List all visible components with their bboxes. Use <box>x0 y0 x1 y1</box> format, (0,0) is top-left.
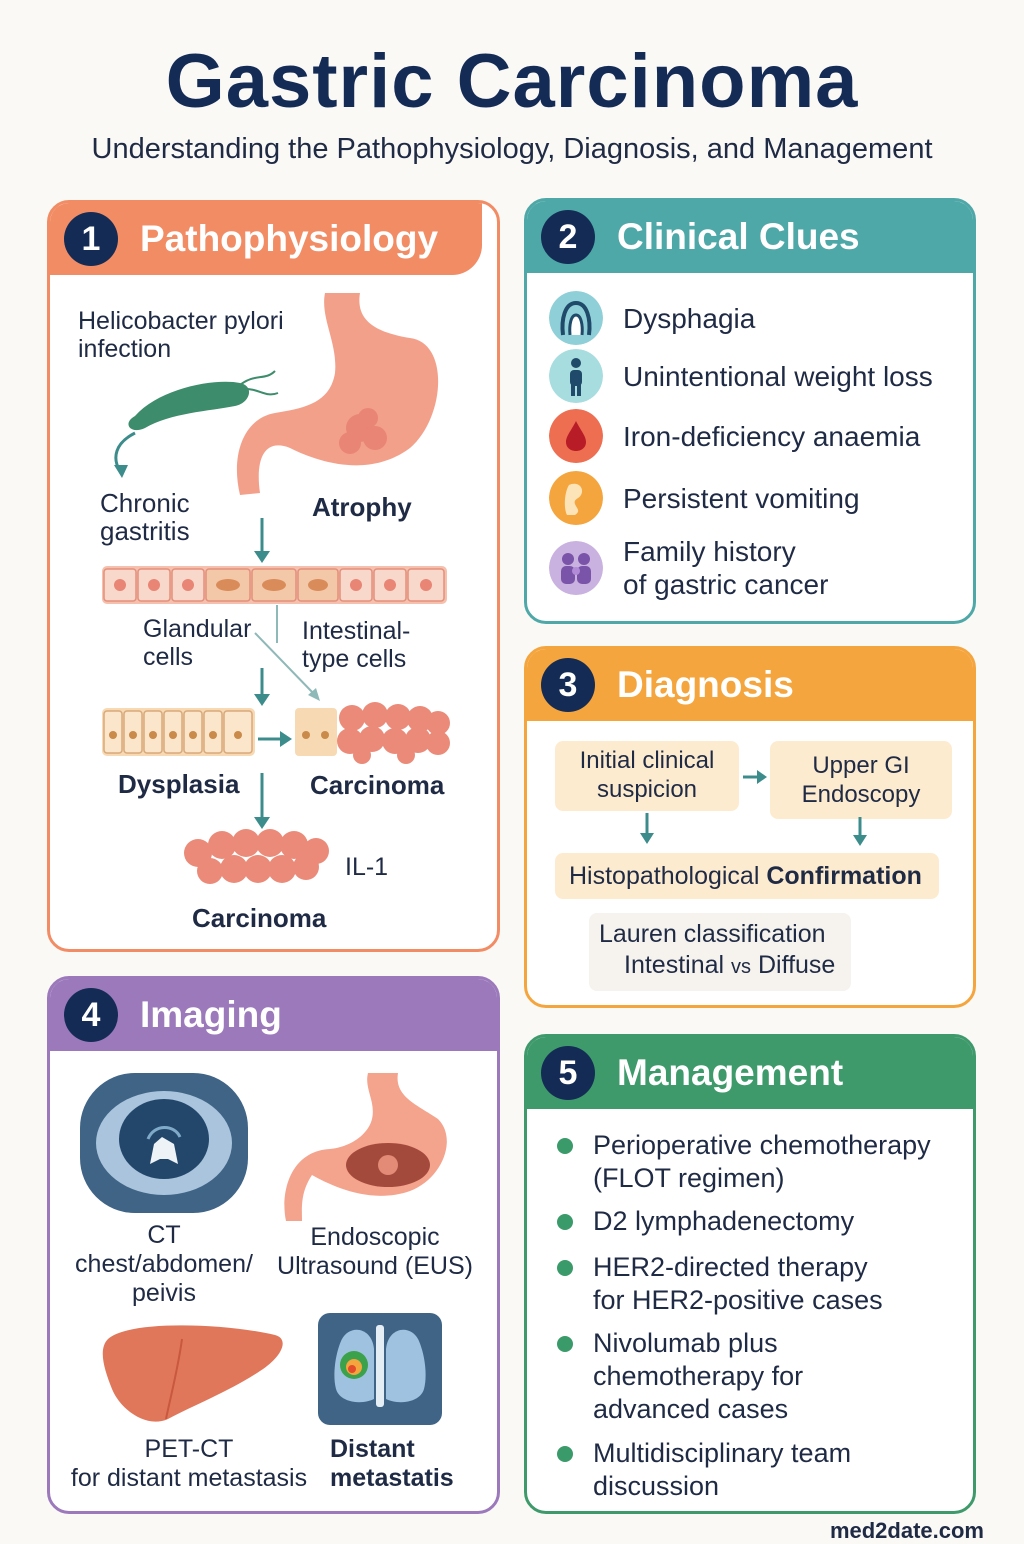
bullet-icon <box>557 1260 573 1276</box>
family-icon <box>549 541 603 595</box>
bullet-icon <box>557 1446 573 1462</box>
person-icon <box>549 349 603 403</box>
footer-site-url: med2date.com <box>829 1518 984 1543</box>
clue-text: Iron-deficiency anaemia <box>623 420 921 452</box>
pathophysiology-heading: Pathophysiology <box>140 218 439 259</box>
stomach-icon <box>236 293 439 495</box>
diagnosis-panel: 3 Diagnosis Initial clinical suspicion U… <box>524 646 976 1008</box>
glandular-cells-label: Glandular cells <box>143 615 252 671</box>
imaging-header: 4 Imaging <box>50 979 497 1051</box>
endoscopic-stomach-icon <box>284 1073 447 1221</box>
clue-item-dysphagia: Dysphagia <box>549 291 755 345</box>
clue-item-weight-loss: Unintentional weight loss <box>549 349 933 403</box>
carcinoma-right-label: Carcinoma <box>310 770 445 800</box>
pathophysiology-panel: 1 Pathophysiology <box>47 200 500 952</box>
clinical-clues-heading: Clinical Clues <box>617 216 860 257</box>
clinical-clues-panel: 2 Clinical Clues Dysphagia Unintentional… <box>524 198 976 624</box>
section-number-badge: 5 <box>541 1046 595 1100</box>
pathophysiology-illustration <box>102 293 450 884</box>
il1-label: IL-1 <box>345 853 389 881</box>
distant-metastasis-label: Distant metastatis <box>330 1435 454 1492</box>
page-title: Gastric Carcinoma <box>165 39 859 124</box>
h-pylori-label: Helicobacter pylori infection <box>78 307 284 363</box>
bullet-icon <box>557 1336 573 1352</box>
bullet-icon <box>557 1138 573 1154</box>
eus-label: Endoscopic Ultrasound (EUS) <box>277 1223 473 1280</box>
liver-icon <box>102 1325 283 1422</box>
clue-text: Dysphagia <box>623 302 756 334</box>
blood-drop-icon <box>549 409 603 463</box>
initial-suspicion-box: Initial clinical suspicion <box>555 741 739 811</box>
section-number-badge: 3 <box>541 658 595 712</box>
management-item: D2 lymphadenectomy <box>557 1205 854 1238</box>
histopathology-box: Histopathological Confirmation <box>555 853 939 899</box>
management-panel: 5 Management Perioperative chemotherapy … <box>524 1034 976 1514</box>
section-number-badge: 4 <box>64 988 118 1042</box>
imaging-heading: Imaging <box>140 994 282 1035</box>
pet-ct-label: PET-CT for distant metastasis <box>70 1435 308 1492</box>
dysplasia-cells <box>102 708 255 756</box>
endoscopy-box: Upper GI Endoscopy <box>770 741 952 819</box>
vomiting-icon <box>549 471 603 525</box>
epithelial-cell-row <box>102 566 447 604</box>
diagnosis-heading: Diagnosis <box>617 664 794 705</box>
carcinoma-cluster-bottom <box>184 829 329 884</box>
management-header: 5 Management <box>527 1037 973 1109</box>
dysplasia-label: Dysplasia <box>118 769 240 799</box>
carcinoma-cluster-right <box>295 702 450 764</box>
bullet-icon <box>557 1214 573 1230</box>
pet-ct-lung-icon <box>318 1313 442 1425</box>
management-item: Nivolumab plus chemotherapy for advanced… <box>557 1327 803 1426</box>
imaging-illustrations <box>80 1073 447 1425</box>
throat-icon <box>549 291 603 345</box>
section-number-badge: 2 <box>541 210 595 264</box>
ct-label: CT chest/abdomen/ peivis <box>75 1221 253 1307</box>
lauren-classification-box: Lauren classification Intestinal vs Diff… <box>589 913 851 991</box>
carcinoma-bottom-label: Carcinoma <box>192 903 327 933</box>
page-subtitle: Understanding the Pathophysiology, Diagn… <box>91 133 933 165</box>
clue-text: Unintentional weight loss <box>623 360 933 392</box>
management-item: HER2-directed therapy for HER2-positive … <box>557 1251 883 1317</box>
clue-item-anaemia: Iron-deficiency anaemia <box>549 409 920 463</box>
imaging-panel: 4 Imaging CT ch <box>47 976 500 1514</box>
clinical-clues-header: 2 Clinical Clues <box>527 201 973 273</box>
management-heading: Management <box>617 1052 844 1093</box>
management-item: Multidisciplinary team discussion <box>557 1437 851 1503</box>
pathophysiology-header: 1 Pathophysiology <box>50 203 482 275</box>
intestinal-cells-label: Intestinal- type cells <box>302 617 411 673</box>
atrophy-label: Atrophy <box>312 492 412 522</box>
clue-text: Family history of gastric cancer <box>623 536 829 600</box>
clue-text: Persistent vomiting <box>623 482 860 514</box>
diagnosis-arrows <box>640 770 867 846</box>
h-pylori-icon <box>128 370 279 431</box>
ct-scan-icon <box>80 1073 248 1213</box>
clue-item-vomiting: Persistent vomiting <box>549 471 860 525</box>
section-number-badge: 1 <box>64 212 118 266</box>
chronic-gastritis-label: Chronic gastritis <box>100 488 190 546</box>
management-item: Perioperative chemotherapy (FLOT regimen… <box>557 1129 931 1195</box>
clue-item-family-history: Family history of gastric cancer <box>549 535 828 601</box>
diagnosis-header: 3 Diagnosis <box>527 649 973 721</box>
